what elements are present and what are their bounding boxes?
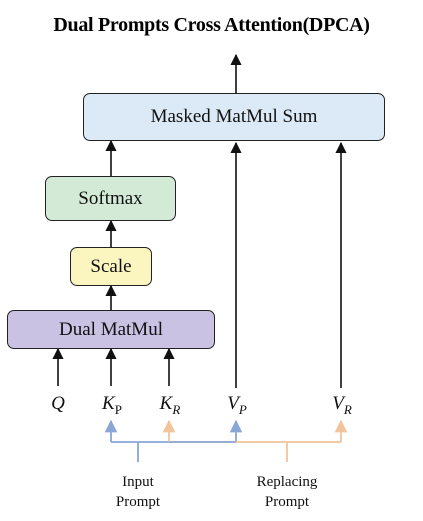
masked-matmul-sum-label: Masked MatMul Sum [150, 106, 318, 127]
var-q: Q [51, 393, 65, 414]
var-vr: VR [332, 393, 352, 417]
dual-matmul-block: Dual MatMul [7, 310, 215, 349]
replacing-prompt-caption: Replacing Prompt [256, 474, 318, 510]
input-prompt-caption: Input Prompt [115, 474, 161, 510]
softmax-block: Softmax [45, 176, 176, 221]
dual-matmul-label: Dual MatMul [59, 318, 163, 340]
var-kr: KR [159, 393, 181, 417]
input-prompt-connector [104, 419, 243, 462]
scale-label: Scale [90, 255, 132, 277]
diagram-title: Dual Prompts Cross Attention(DPCA) [53, 14, 370, 36]
var-vp: VP [227, 393, 247, 417]
masked-matmul-sum-block: Masked MatMul Sum [83, 93, 385, 141]
softmax-label: Softmax [78, 187, 143, 209]
var-kp: KP [102, 393, 122, 417]
scale-block: Scale [70, 247, 152, 286]
